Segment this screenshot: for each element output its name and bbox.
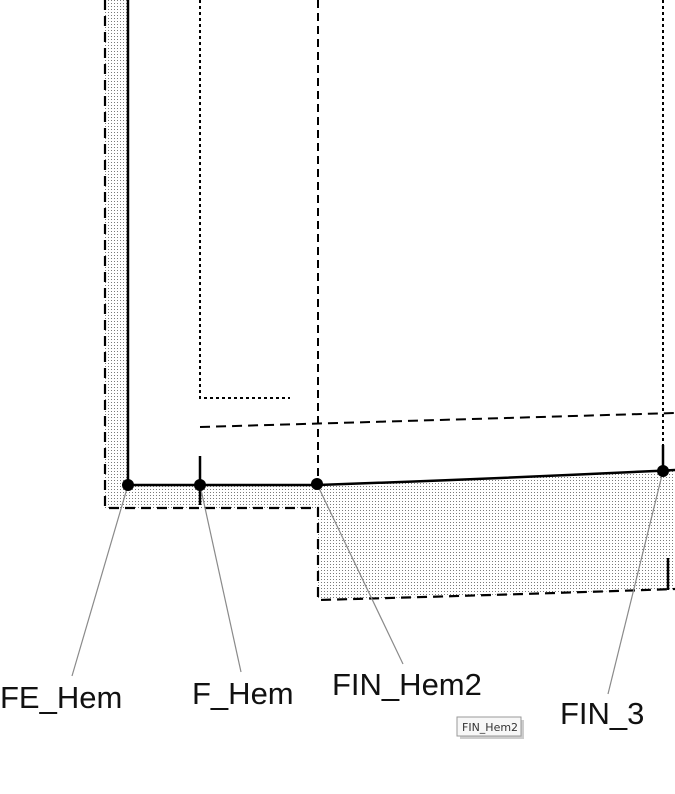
point-fin-hem2[interactable] [311, 478, 323, 490]
leader-fin-3 [607, 470, 664, 695]
point-fe-hem[interactable] [122, 479, 134, 491]
tooltip-text: FIN_Hem2 [462, 721, 518, 734]
cutting-line-left [103, 0, 675, 602]
label-f-hem[interactable]: F_Hem [192, 676, 294, 711]
seam-allowance-left [105, 0, 318, 508]
hem-seam-line [128, 468, 675, 487]
leader-f-hem [199, 484, 242, 673]
seam-allowance-hem [318, 471, 675, 600]
dotted-inner-line [199, 0, 290, 399]
label-fin-hem2[interactable]: FIN_Hem2 [332, 667, 482, 702]
facing-dashed-line [199, 412, 675, 428]
label-fe-hem[interactable]: FE_Hem [0, 680, 122, 715]
point-fin-3[interactable] [657, 465, 669, 477]
leader-fe-hem [71, 484, 129, 677]
tooltip: FIN_Hem2 [456, 716, 524, 739]
leader-fin-hem2 [316, 483, 404, 665]
label-fin-3[interactable]: FIN_3 [560, 696, 644, 731]
point-f-hem[interactable] [194, 479, 206, 491]
